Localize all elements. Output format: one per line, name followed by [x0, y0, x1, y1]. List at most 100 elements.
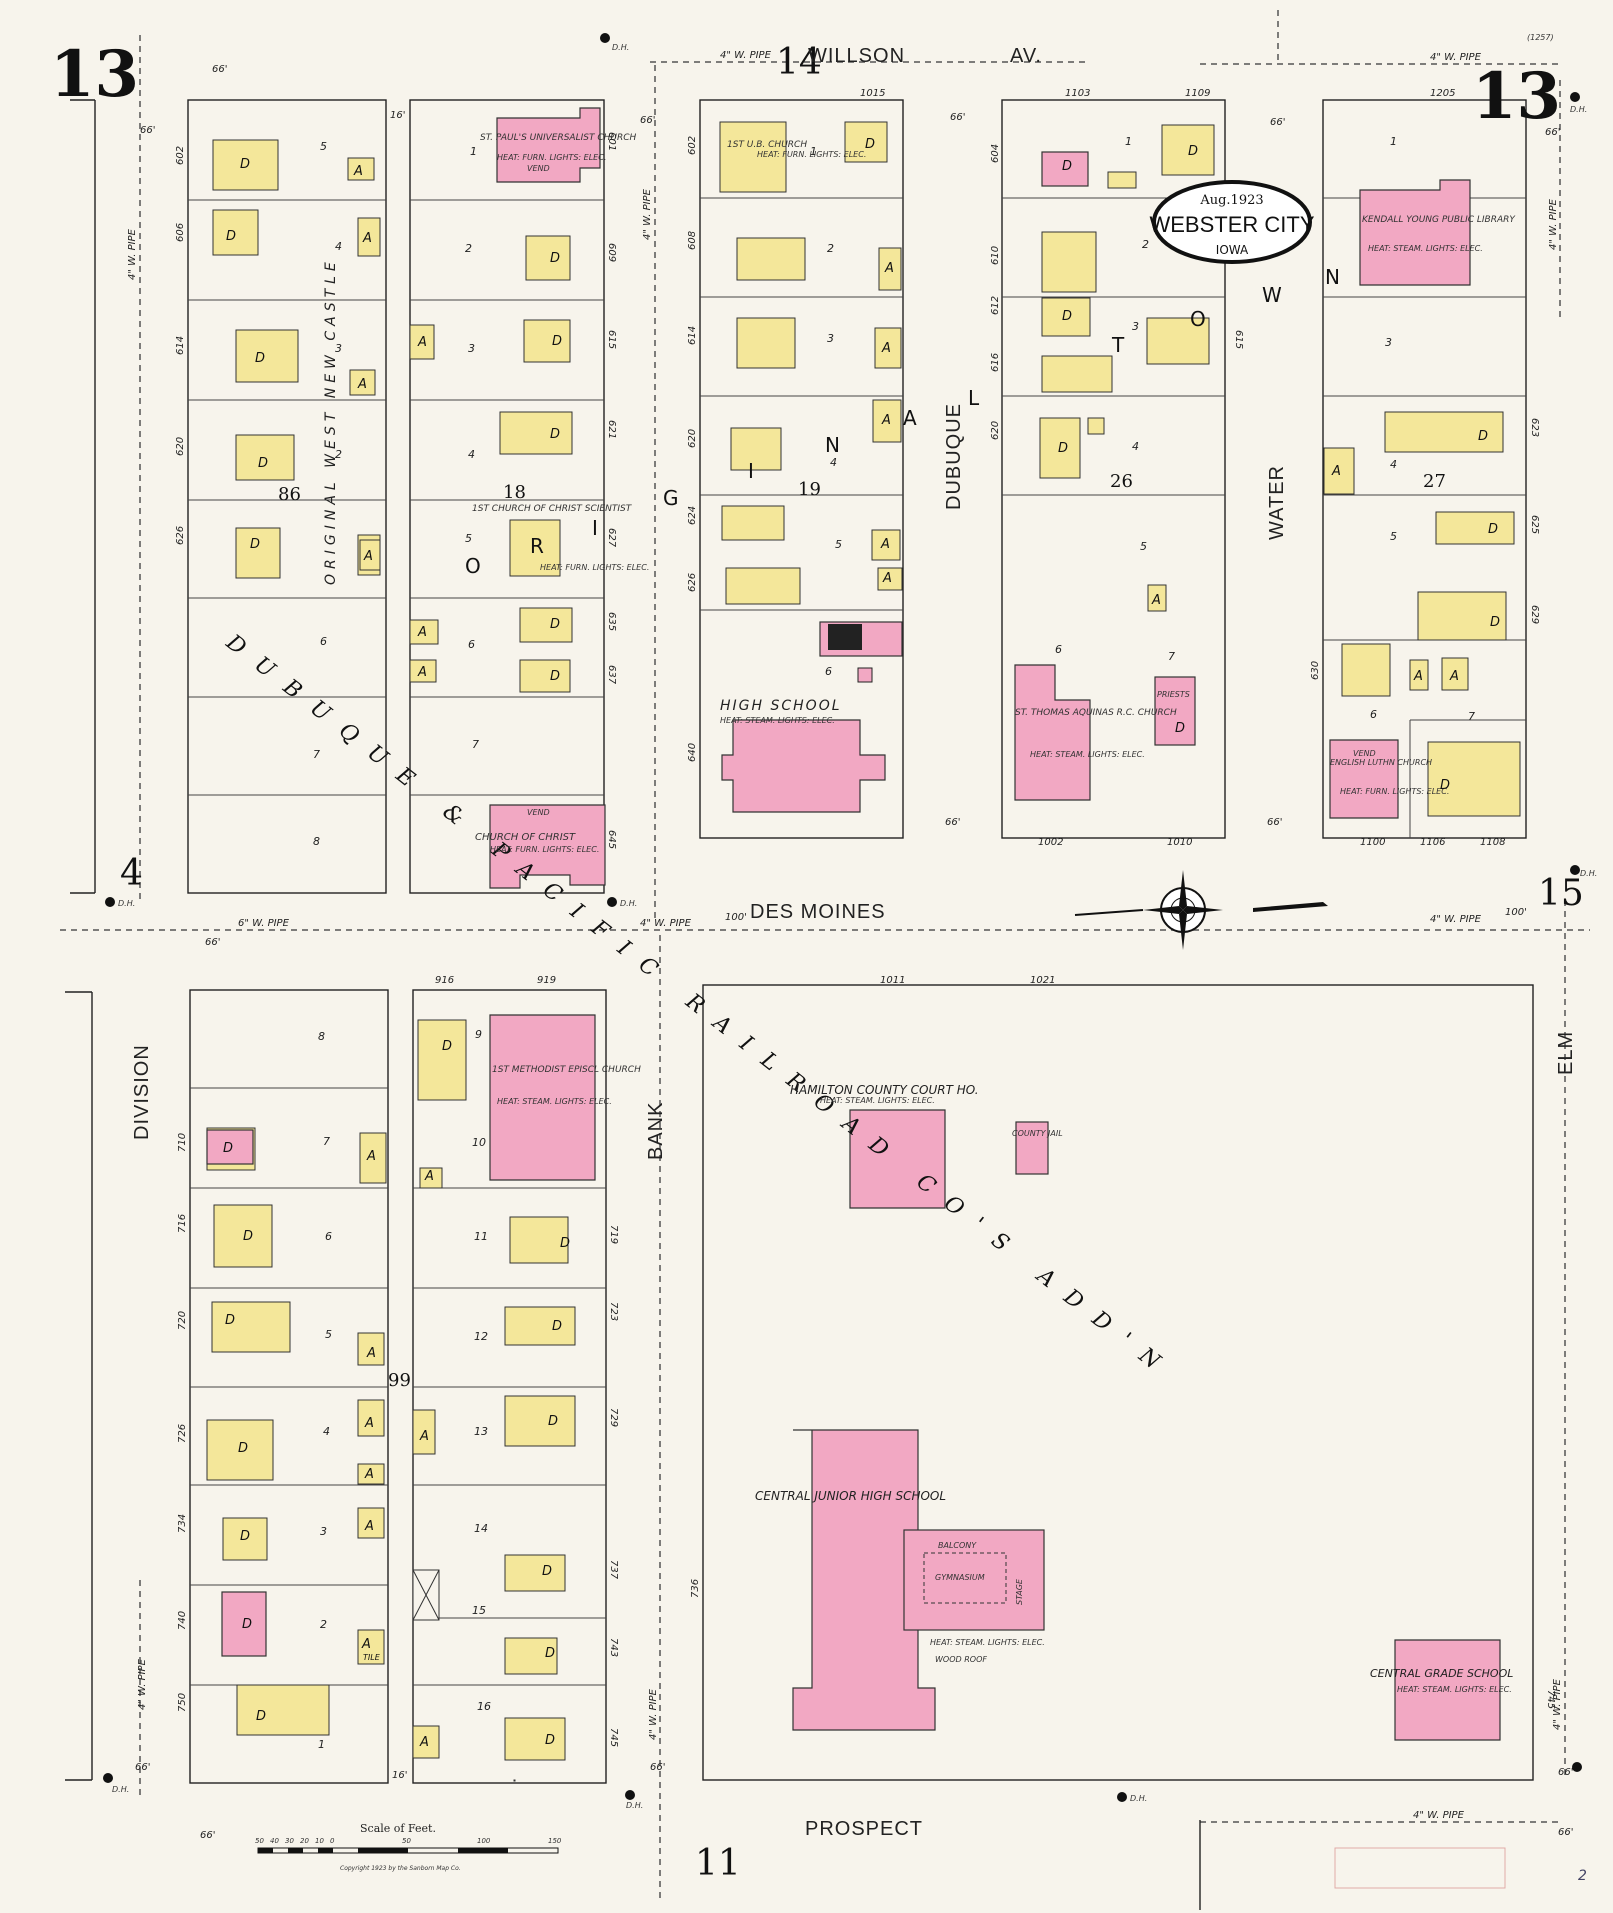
svg-text:66': 66': [650, 1762, 665, 1773]
svg-text:1100: 1100: [1360, 837, 1385, 848]
svg-text:40: 40: [270, 1837, 279, 1845]
courthouse-square-outline: [702, 984, 1534, 1781]
library-stamp: [1334, 1847, 1506, 1889]
svg-text:1015: 1015: [860, 88, 885, 99]
svg-text:D: D: [255, 351, 265, 366]
note-coc-heat: HEAT: FURN. LIGHTS: ELEC.: [490, 845, 599, 854]
svg-text:4: 4: [1390, 458, 1397, 471]
page-mark: 2: [1578, 1868, 1587, 1884]
svg-text:A: A: [353, 164, 363, 179]
svg-text:2: 2: [320, 1618, 327, 1631]
svg-text:737: 737: [608, 1560, 619, 1580]
svg-text:5: 5: [1390, 530, 1397, 543]
block-26-label: 26: [1110, 471, 1133, 492]
street-dubuque: DUBUQUE: [943, 403, 965, 510]
block-86-outline: [187, 99, 387, 894]
svg-text:66': 66': [1270, 117, 1285, 128]
svg-text:A: A: [881, 413, 891, 428]
svg-text:100': 100': [725, 912, 747, 923]
svg-text:66': 66': [1545, 127, 1560, 138]
block-outlines: [65, 99, 1534, 1910]
label-high-school: HIGH SCHOOL: [720, 698, 842, 714]
addresses-block27: 623 625 629: [1529, 418, 1540, 624]
svg-text:601: 601: [606, 132, 617, 151]
svg-text:A: A: [882, 571, 892, 586]
addresses-left-column: 602 606 614 620 626: [175, 146, 186, 545]
svg-text:A: A: [1449, 669, 1459, 684]
block-18-outline: [409, 99, 605, 894]
svg-text:2: 2: [1142, 238, 1149, 251]
svg-text:66': 66': [200, 1830, 215, 1841]
svg-text:D: D: [550, 669, 560, 684]
title-date: Aug.1923: [1199, 193, 1263, 208]
svg-text:627: 627: [606, 528, 617, 548]
svg-text:D.H.: D.H.: [612, 43, 629, 52]
lutheran-church-building: [1329, 739, 1399, 819]
street-elm: ELM: [1555, 1031, 1577, 1075]
svg-text:620: 620: [175, 437, 186, 456]
svg-text:66': 66': [205, 937, 220, 948]
svg-text:A: A: [419, 1735, 429, 1750]
svg-text:4" W. PIPE: 4" W. PIPE: [640, 918, 692, 929]
svg-text:D.H.: D.H.: [626, 1801, 643, 1810]
grade-school-building: [1394, 1639, 1501, 1741]
svg-text:1: 1: [470, 145, 477, 158]
svg-text:5: 5: [465, 532, 472, 545]
label-st-pauls: ST. PAUL'S UNIVERSALIST CHURCH: [480, 133, 637, 143]
svg-text:7: 7: [1468, 710, 1475, 723]
svg-text:N: N: [1325, 265, 1340, 289]
svg-text:A: A: [364, 1416, 374, 1431]
corner-code: (1257): [1527, 33, 1554, 42]
block-27-label: 27: [1423, 471, 1446, 492]
svg-text:66': 66': [640, 115, 655, 126]
label-church-of-christ: CHURCH OF CHRIST: [475, 832, 576, 843]
svg-text:2: 2: [465, 242, 472, 255]
svg-text:614: 614: [687, 326, 698, 345]
adjoining-sheet-left: 4: [120, 853, 143, 894]
svg-text:50: 50: [402, 1837, 411, 1845]
note-st-thomas-heat: HEAT: STEAM. LIGHTS: ELEC.: [1030, 750, 1145, 759]
adjoining-sheet-bottom: 11: [695, 1843, 741, 1884]
note-st-pauls-heat: HEAT: FURN. LIGHTS: ELEC.: [497, 153, 606, 162]
svg-text:A: A: [357, 377, 367, 392]
svg-text:736: 736: [690, 1579, 701, 1598]
svg-text:150: 150: [548, 1837, 562, 1845]
title-cartouche: Aug.1923 WEBSTER CITY IOWA: [1149, 180, 1315, 264]
addresses-mid-column: 601 609 615 621 627 635 637 645: [606, 132, 617, 849]
svg-text:D: D: [1490, 615, 1500, 630]
svg-text:4: 4: [323, 1425, 330, 1438]
svg-text:2: 2: [827, 242, 834, 255]
street-bank: BANK: [645, 1102, 667, 1160]
svg-text:A: A: [363, 549, 373, 564]
label-balcony: BALCONY: [938, 1541, 977, 1550]
svg-text:I: I: [592, 516, 598, 540]
svg-text:A: A: [366, 1346, 376, 1361]
svg-text:D: D: [1478, 429, 1488, 444]
svg-text:D: D: [1188, 144, 1198, 159]
svg-text:4" W. PIPE: 4" W. PIPE: [137, 1658, 148, 1710]
svg-text:L: L: [968, 386, 980, 410]
svg-text:750: 750: [177, 1693, 188, 1712]
svg-text:5: 5: [835, 538, 842, 551]
note-scientist-heat: HEAT: FURN. LIGHTS: ELEC.: [540, 563, 649, 572]
svg-text:6: 6: [825, 665, 832, 678]
street-willson: WILLSON: [808, 45, 905, 67]
fire-hydrants: D.H. D.H. D.H. D.H. D.H. D.H. D.H. D.H.: [103, 33, 1597, 1810]
note-library-heat: HEAT: STEAM. LIGHTS: ELEC.: [1368, 244, 1483, 253]
svg-text:D: D: [238, 1441, 248, 1456]
svg-text:D: D: [1062, 159, 1072, 174]
svg-text:D: D: [250, 537, 260, 552]
svg-text:D: D: [1175, 721, 1185, 736]
svg-text:O: O: [465, 554, 481, 578]
svg-text:12: 12: [474, 1330, 488, 1343]
svg-text:30: 30: [285, 1837, 294, 1845]
block-19-label: 19: [798, 479, 821, 500]
svg-text:3: 3: [335, 342, 342, 355]
street-prospect: PROSPECT: [805, 1818, 923, 1840]
note-st-pauls-vend: VEND: [527, 164, 550, 173]
svg-text:1103: 1103: [1065, 88, 1090, 99]
svg-text:640: 640: [687, 743, 698, 762]
svg-text:A: A: [362, 231, 372, 246]
svg-text:1108: 1108: [1480, 837, 1505, 848]
note-court-heat: HEAT: STEAM. LIGHTS: ELEC.: [820, 1096, 935, 1105]
